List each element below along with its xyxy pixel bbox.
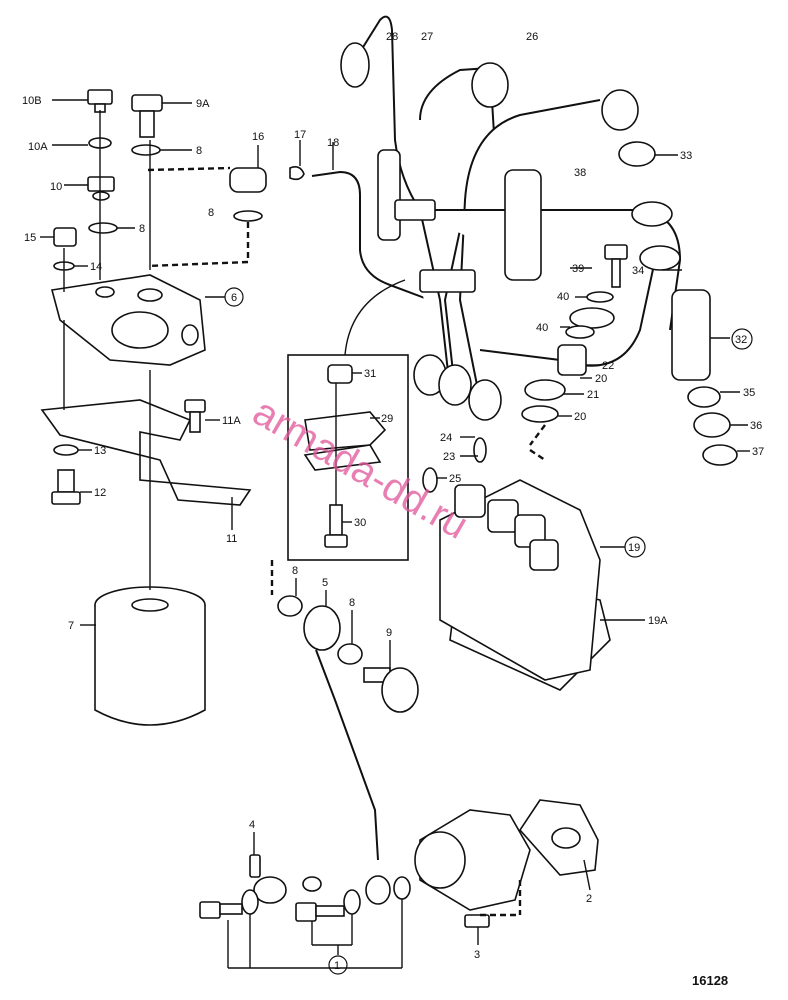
- injection-pipes: [340, 15, 711, 421]
- label-11: 11: [226, 533, 237, 545]
- label-22: 22: [602, 360, 614, 372]
- label-6: 6: [231, 292, 237, 304]
- label-11a: 11A: [222, 415, 241, 427]
- label-10b: 10B: [22, 95, 42, 107]
- label-29: 29: [381, 413, 393, 425]
- label-2: 2: [586, 893, 592, 905]
- label-5: 5: [322, 577, 328, 589]
- label-1: 1: [334, 960, 340, 972]
- lower-banjo: [270, 560, 419, 861]
- label-20-a: 20: [595, 373, 607, 385]
- label-32: 32: [735, 334, 747, 346]
- clamp-inset: [287, 279, 409, 561]
- filter-head-assembly: [40, 89, 252, 726]
- label-34: 34: [632, 265, 644, 277]
- label-20-b: 20: [574, 411, 586, 423]
- label-14: 14: [90, 261, 102, 273]
- label-8-b: 8: [139, 223, 145, 235]
- label-9a: 9A: [196, 98, 210, 110]
- figure-number: 16128: [692, 973, 728, 988]
- label-27: 27: [421, 31, 433, 43]
- label-40-b: 40: [536, 322, 548, 334]
- label-23: 23: [443, 451, 455, 463]
- label-8-a: 8: [196, 145, 202, 157]
- label-12: 12: [94, 487, 106, 499]
- feed-pump: [199, 799, 599, 969]
- label-8-d: 8: [292, 565, 298, 577]
- label-25: 25: [449, 473, 461, 485]
- left-leaders: [40, 99, 233, 626]
- label-26: 26: [526, 31, 538, 43]
- label-24: 24: [440, 432, 452, 444]
- label-28: 28: [386, 31, 398, 43]
- label-15: 15: [24, 232, 36, 244]
- part-labels: 10B 10A 10 15 14 9A 8 8 6 16 17 18 8 28 …: [22, 31, 764, 975]
- label-3: 3: [474, 949, 480, 961]
- label-31: 31: [364, 368, 376, 380]
- label-9: 9: [386, 627, 392, 639]
- label-33: 33: [680, 150, 692, 162]
- label-4: 4: [249, 819, 255, 831]
- label-7: 7: [68, 620, 74, 632]
- label-8-c: 8: [208, 207, 214, 219]
- label-18: 18: [327, 137, 339, 149]
- label-21: 21: [587, 389, 599, 401]
- label-36: 36: [750, 420, 762, 432]
- label-16: 16: [252, 131, 264, 143]
- label-8-e: 8: [349, 597, 355, 609]
- label-35: 35: [743, 387, 755, 399]
- label-19a: 19A: [648, 615, 668, 627]
- label-10: 10: [50, 181, 62, 193]
- banjo-fittings: [147, 140, 431, 301]
- label-38: 38: [574, 167, 586, 179]
- label-17: 17: [294, 129, 306, 141]
- label-10a: 10A: [28, 141, 48, 153]
- label-19: 19: [628, 542, 640, 554]
- label-40-a: 40: [557, 291, 569, 303]
- label-39: 39: [572, 263, 584, 275]
- label-37: 37: [752, 446, 764, 458]
- injection-pump: [422, 436, 645, 691]
- label-30: 30: [354, 517, 366, 529]
- right-fittings: [521, 141, 750, 466]
- label-13: 13: [94, 445, 106, 457]
